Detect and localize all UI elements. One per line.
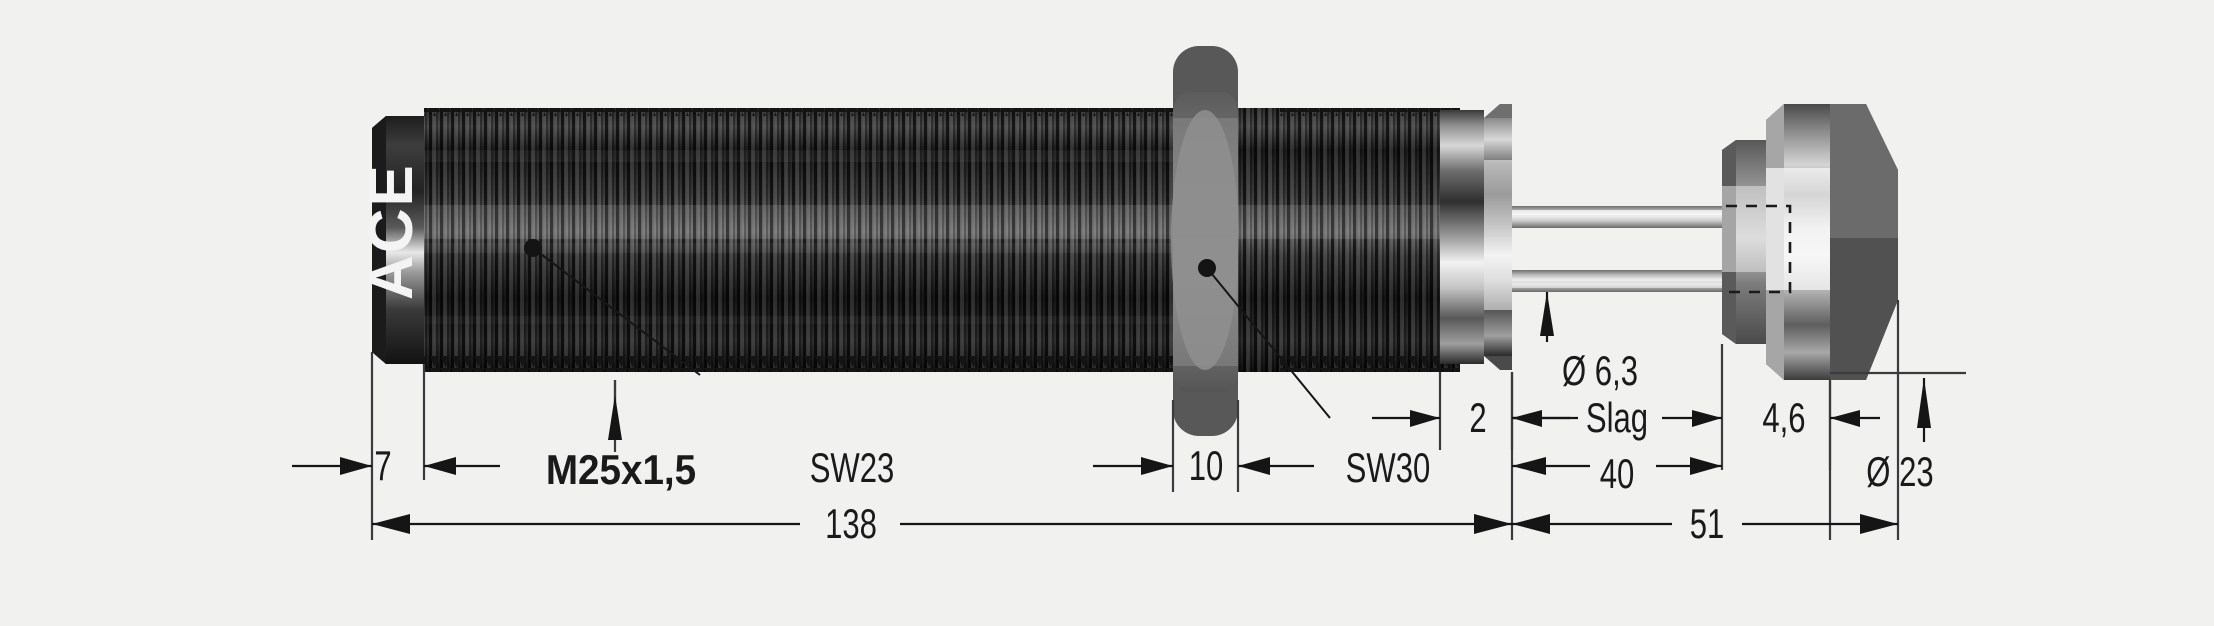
dim-label-sw23: SW23 xyxy=(810,444,895,491)
hidden-bore-dashed xyxy=(1726,204,1792,294)
dim-label-stroke-value: 40 xyxy=(1600,450,1635,497)
dim-label-4-6: 4,6 xyxy=(1762,394,1805,441)
sw30-hex-nut xyxy=(1171,46,1239,436)
dim-wrench-flat-body: SW23 xyxy=(810,444,895,491)
dim-button-thickness: 4,6 xyxy=(1662,394,1880,441)
dim-label-138: 138 xyxy=(825,500,877,547)
dim-rod-diameter: Ø 6,3 xyxy=(1540,292,1638,394)
dim-label-button-dia: Ø 23 xyxy=(1866,448,1933,495)
dim-end-cap-length: 7 xyxy=(292,442,500,489)
mounting-button xyxy=(1722,104,1898,380)
dim-label-rod-dia: Ø 6,3 xyxy=(1562,347,1638,394)
threaded-cylinder-body xyxy=(424,108,1280,372)
dim-extension-length: 51 xyxy=(1512,500,1898,547)
dim-label-51: 51 xyxy=(1690,500,1725,547)
threaded-cylinder-body-right xyxy=(1238,108,1460,372)
dim-label-sw30: SW30 xyxy=(1346,444,1431,491)
dim-stroke: Slag 40 xyxy=(1512,394,1722,497)
leader-dot-sw23 xyxy=(524,239,542,257)
dim-label-stroke-word: Slag xyxy=(1586,394,1648,441)
dim-label-2: 2 xyxy=(1469,394,1486,441)
dim-button-diameter: Ø 23 xyxy=(1830,371,1966,495)
dim-wrench-flat-nut: SW30 xyxy=(1346,444,1431,491)
leader-dot-sw30 xyxy=(1198,259,1216,277)
left-end-cap: ACE xyxy=(357,116,426,364)
dim-label-m25: M25x1,5 xyxy=(546,445,696,493)
dim-body-length: 138 xyxy=(372,500,1512,547)
piston-rod xyxy=(1512,206,1726,292)
leader-lines xyxy=(532,247,1331,419)
dim-hex-nut-width: 10 xyxy=(1093,442,1314,489)
brand-logo-text: ACE xyxy=(357,163,426,300)
dim-thread-spec: M25x1,5 xyxy=(546,380,696,493)
right-end-cap xyxy=(1440,104,1512,370)
dim-label-10: 10 xyxy=(1189,442,1224,489)
dim-label-7: 7 xyxy=(374,442,391,489)
